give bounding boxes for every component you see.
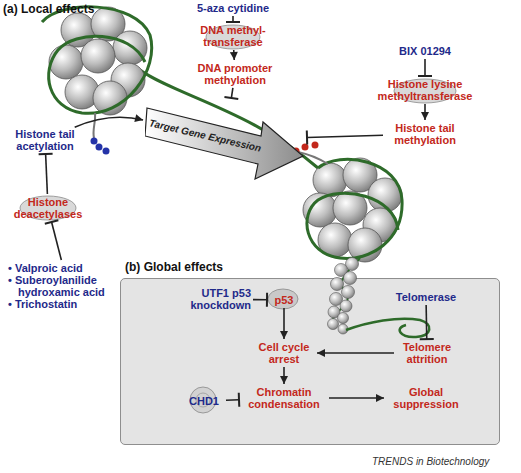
histone-sphere [333, 191, 367, 225]
node-text: Histone lysine methyltransferase [370, 78, 480, 102]
node-text: 5-aza cytidine [188, 2, 278, 14]
connector [230, 50, 238, 60]
histone-sphere [318, 223, 352, 257]
list-item: • Trichostatin [8, 298, 128, 310]
text-node: Global suppression [386, 386, 466, 410]
connector [45, 220, 62, 260]
text-node: UTF1 p53 knockdown [171, 287, 251, 311]
connector-line [46, 154, 48, 194]
inhibition-bar [224, 97, 238, 99]
histone-tail [93, 113, 95, 138]
connector [418, 59, 432, 76]
inhibition-bar [226, 21, 240, 23]
histone-sphere [111, 63, 145, 97]
connector [307, 131, 383, 145]
text-node: 5-aza cytidine [188, 2, 278, 14]
node-text: Telomerase [393, 291, 459, 303]
histone-sphere [113, 31, 147, 65]
coil-bead [335, 264, 348, 277]
histone-sphere [303, 193, 337, 227]
text-node: p53 [269, 294, 299, 306]
connector-line [231, 88, 233, 98]
text-node: Histone tail acetylation [10, 128, 80, 152]
text-node: DNA methyl- transferase [193, 24, 273, 48]
text-node: Chromatin condensation [241, 386, 327, 410]
text-node: DNA promoter methylation [190, 62, 280, 86]
histone-sphere [61, 13, 95, 47]
arrow-head [421, 112, 429, 120]
arrow-head [134, 114, 143, 122]
histone-sphere [313, 163, 347, 197]
node-text: BIX 01294 [385, 45, 465, 57]
histone-tail [298, 152, 328, 164]
node-text: DNA promoter methylation [190, 62, 280, 86]
block-arrow: Target Gene Expression [145, 100, 305, 180]
node-text: DNA methyl- transferase [193, 24, 273, 48]
connector-line [52, 222, 62, 260]
text-node: Telomere attrition [396, 341, 458, 365]
histone-sphere [363, 208, 397, 242]
histone-sphere [348, 228, 382, 262]
connector [421, 104, 429, 120]
nucleosome [293, 142, 403, 263]
histone-sphere [368, 178, 402, 212]
inhibition-bar [45, 220, 59, 223]
acetyl-mark [91, 138, 98, 145]
list-item: • Valproic acid [8, 262, 128, 274]
connector-line [424, 59, 426, 76]
list-item: • Suberoylanilide hydroxamic acid [8, 274, 128, 298]
connector-line [424, 104, 426, 120]
text-node: Telomerase [393, 291, 459, 303]
node-text: Telomere attrition [396, 341, 458, 365]
text-node: CHD1 [184, 395, 224, 407]
arrow-head [230, 52, 238, 60]
inhibition-bar [418, 75, 432, 77]
histone-sphere [91, 7, 125, 41]
connector [39, 154, 53, 194]
text-node: Cell cycle arrest [253, 341, 315, 365]
connector [224, 88, 238, 99]
coil-bead [346, 258, 359, 271]
node-text: Histone tail methylation [385, 122, 465, 146]
panel-heading: (b) Global effects [125, 260, 223, 274]
connector [75, 114, 143, 127]
methyl-mark [302, 144, 309, 151]
inhibition-bar [39, 153, 53, 156]
node-text: CHD1 [184, 395, 224, 407]
dna-wrap [307, 159, 402, 258]
connector-line [307, 135, 383, 137]
connector-line [233, 50, 235, 60]
histone-sphere [81, 39, 115, 73]
connector-line [75, 117, 143, 127]
panel-box: (b) Global effectsUTF1 p53 knockdownp53T… [120, 278, 500, 445]
connector-line [232, 16, 234, 22]
node-text: Histone deacetylases [8, 196, 88, 220]
histone-sphere [65, 75, 99, 109]
histone-sphere [343, 158, 377, 192]
node-text: Cell cycle arrest [253, 341, 315, 365]
acetyl-mark [96, 144, 103, 151]
histone-sphere [49, 45, 83, 79]
panel-label: (a) Local effects [3, 2, 94, 16]
node-text: p53 [269, 294, 299, 306]
panel-label: TRENDS in Biotechnology [372, 456, 489, 467]
inhibition-bar [306, 131, 308, 145]
dna-wrap [42, 7, 152, 114]
node-text: Histone tail acetylation [10, 128, 80, 152]
methyl-mark [312, 142, 319, 149]
text-node: • Valproic acid• Suberoylanilide hydroxa… [8, 262, 128, 310]
connector [226, 16, 240, 22]
node-text: Global suppression [386, 386, 466, 410]
text-node: Histone deacetylases [8, 196, 88, 220]
text-node: Histone tail methylation [385, 122, 465, 146]
node-text: UTF1 p53 knockdown [171, 287, 251, 311]
node-text: Chromatin condensation [241, 386, 327, 410]
acetyl-mark [103, 148, 110, 155]
histone-sphere [93, 81, 127, 115]
text-node: Histone lysine methyltransferase [370, 78, 480, 102]
text-node: BIX 01294 [385, 45, 465, 57]
